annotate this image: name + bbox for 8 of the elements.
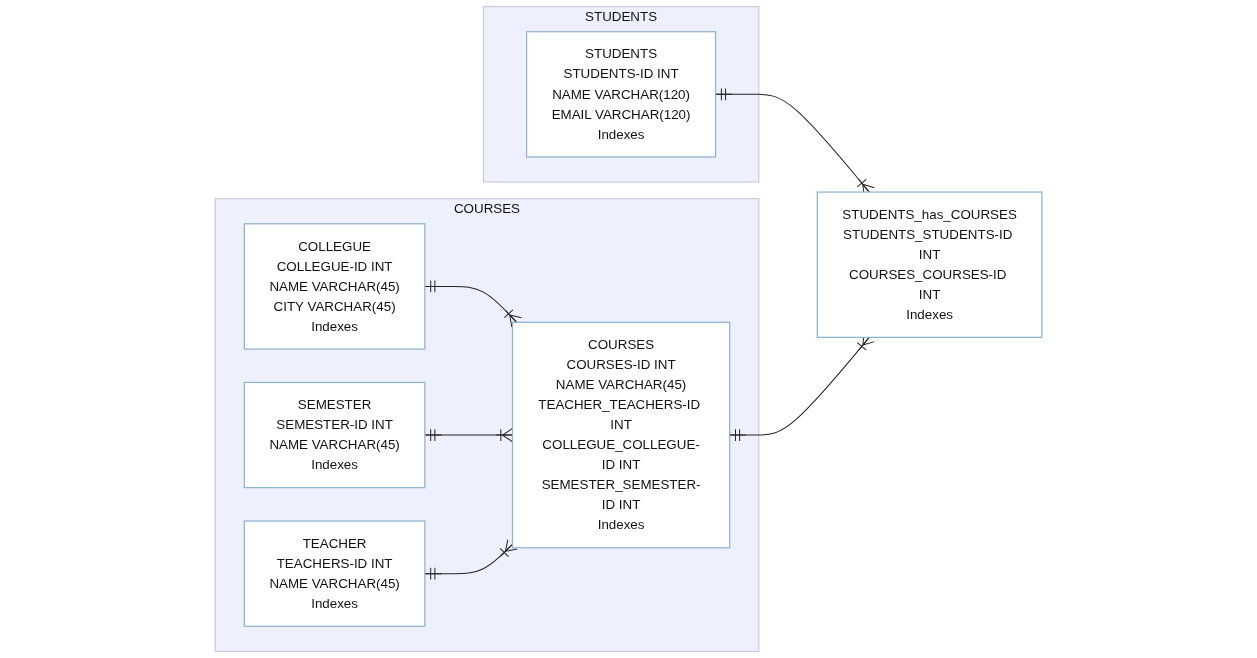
node-box: STUDENTS STUDENTS-ID INT NAME VARCHAR(120) EMAIL VARCHAR(120) Indexes xyxy=(526,31,717,158)
node-box: SEMESTER SEMESTER-ID INT NAME VARCHAR(45) Indexes xyxy=(243,381,426,489)
node-box: STUDENTS_has_COURSES STUDENTS_STUDENTS-ID INT COURSES_COURSES-ID INT Indexes xyxy=(816,191,1043,338)
node-box: COLLEGUE COLLEGUE-ID INT NAME VARCHAR(45) CITY VARCHAR(45) Indexes xyxy=(243,223,426,350)
node-box: COURSES COURSES-ID INT NAME VARCHAR(45) TEACHER_TEACHERS-ID INT COLLEGUE_COLLEGUE-ID INT SEMESTER_SEMESTER-ID INT Indexes xyxy=(511,321,731,549)
connector xyxy=(424,539,518,580)
node-box: TEACHER TEACHERS-ID INT NAME VARCHAR(45) Indexes xyxy=(243,520,426,627)
connector xyxy=(424,427,513,443)
